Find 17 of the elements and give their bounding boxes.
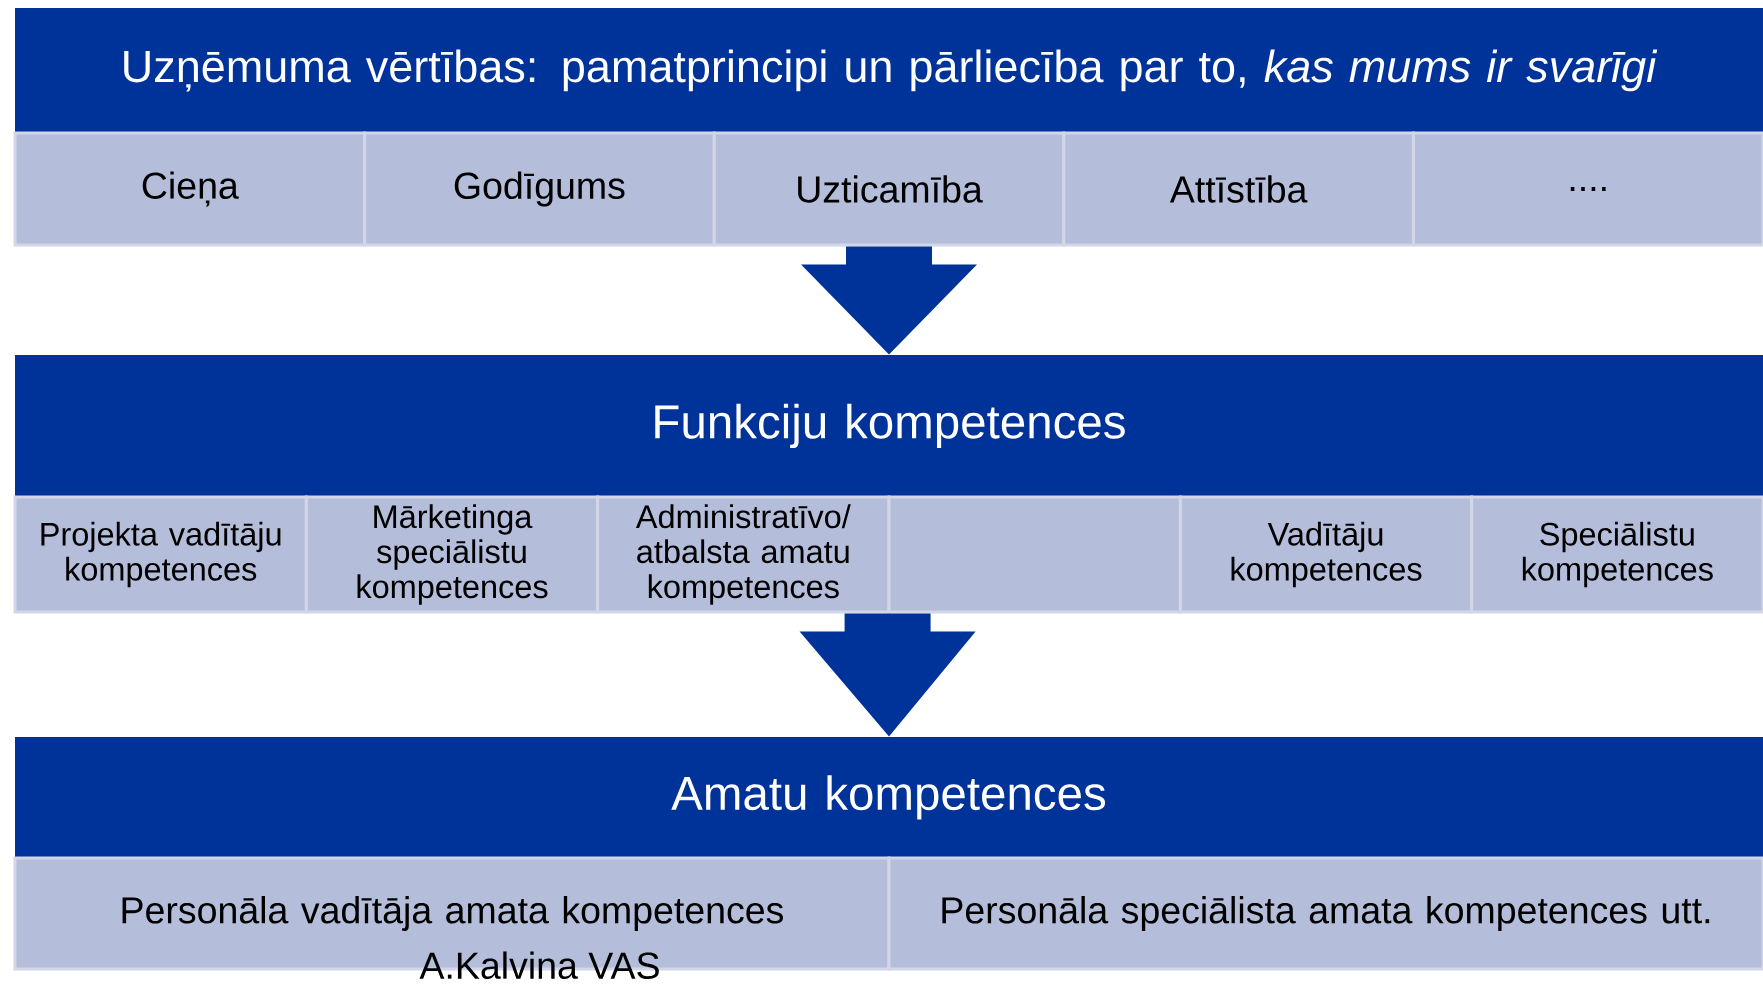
block-arrow <box>801 246 977 355</box>
competence-cell: Vadītāju kompetences <box>1178 495 1474 614</box>
competence-cell: Mārketinga speciālistu kompetences <box>304 495 600 614</box>
value-cell: Godīgums <box>363 131 716 247</box>
value-cell: .... <box>1411 131 1763 247</box>
competence-cell: Administratīvo/ atbalsta amatu kompetences <box>596 495 891 614</box>
competence-cell: Projekta vadītāju kompetences <box>13 495 308 614</box>
section-band: Amatu kompetences <box>15 737 1763 858</box>
block-arrow <box>799 613 976 737</box>
position-cell: Personāla speciālista amata kompetences utt. <box>887 856 1763 971</box>
value-cell: Cieņa <box>13 131 367 247</box>
section-band: Funkciju kompetences <box>15 355 1763 497</box>
value-cell: Attīstība <box>1062 131 1415 247</box>
competence-cell: Speciālistu kompetences <box>1470 495 1763 614</box>
title-band: Uzņēmuma vērtības: pamatprincipi un pārliecība par to, kas mums ir svarīgi <box>15 8 1763 133</box>
value-cell: Uzticamība <box>712 131 1066 247</box>
source-note: A.Kalvina VAS <box>419 951 659 979</box>
